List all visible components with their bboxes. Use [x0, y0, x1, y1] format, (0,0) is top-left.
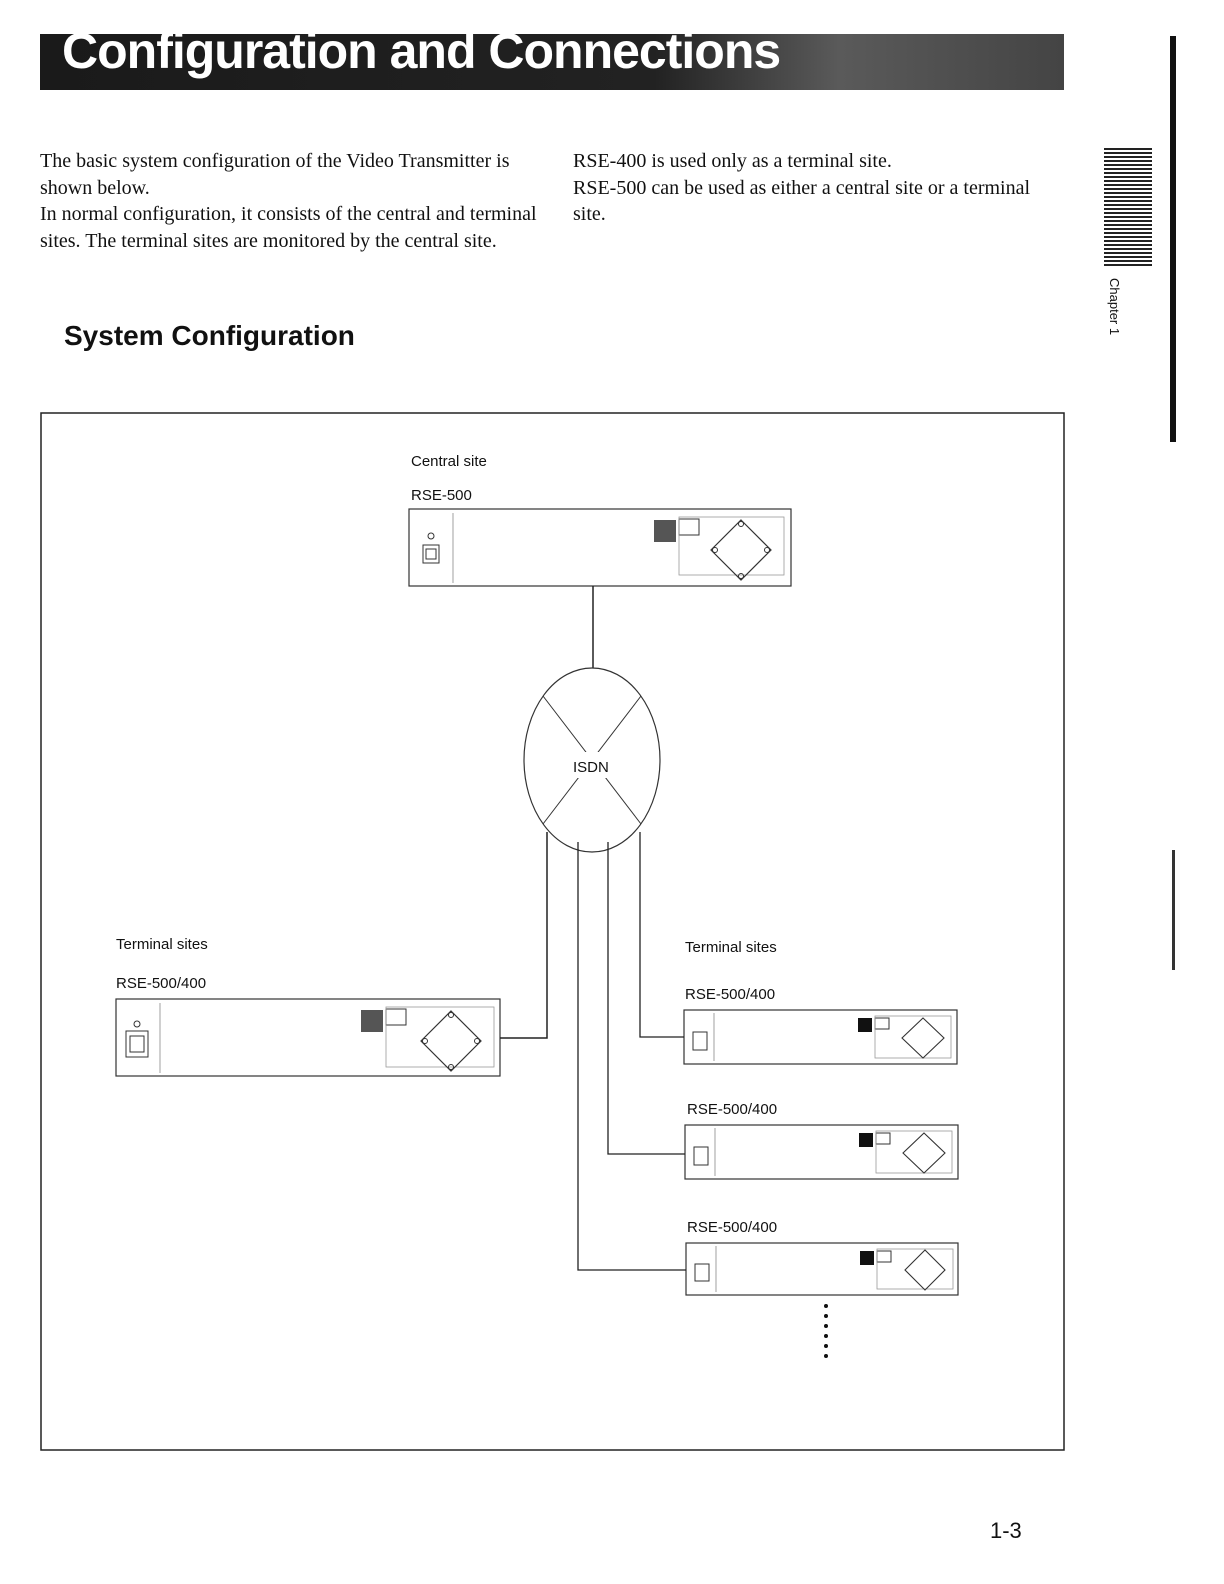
- isdn-label: ISDN: [573, 759, 609, 776]
- right-terminal-line-1: [639, 832, 684, 1038]
- central-site-label: Central site: [411, 453, 487, 470]
- right-terminal-unit-2: [684, 1124, 959, 1180]
- intro-paragraph-2: In normal configuration, it consists of …: [40, 203, 537, 252]
- intro-right-column: RSE-400 is used only as a terminal site.…: [573, 148, 1033, 228]
- intro-left-column: The basic system configuration of the Vi…: [40, 148, 540, 254]
- left-terminal-model: RSE-500/400: [116, 975, 206, 992]
- page-title-bar: Configuration and Connections: [40, 34, 1064, 90]
- chapter-tab: Chapter 1: [1107, 278, 1122, 336]
- right-terminal-line-2: [607, 842, 685, 1155]
- intro-paragraph-3: RSE-400 is used only as a terminal site.: [573, 150, 892, 172]
- central-unit: [408, 508, 792, 587]
- page-title: Configuration and Connections: [62, 34, 781, 79]
- right-terminal-label: Terminal sites: [685, 939, 777, 956]
- right-terminal-model-1: RSE-500/400: [685, 986, 775, 1003]
- left-terminal-unit: [115, 998, 501, 1077]
- right-terminal-model-3: RSE-500/400: [687, 1219, 777, 1236]
- page-number: 1-3: [990, 1518, 1022, 1543]
- left-terminal-line: [500, 832, 548, 1039]
- right-terminal-unit-1: [683, 1009, 958, 1065]
- section-heading: System Configuration: [64, 320, 355, 351]
- right-terminal-unit-3: [685, 1242, 959, 1296]
- chapter-index-marks: [1104, 148, 1152, 266]
- intro-paragraph-4: RSE-500 can be used as either a central …: [573, 176, 1031, 226]
- right-terminal-line-3: [577, 842, 686, 1271]
- intro-paragraph-1: The basic system configuration of the Vi…: [40, 150, 510, 199]
- central-site-model: RSE-500: [411, 487, 472, 504]
- continuation-dots: [824, 1304, 828, 1358]
- isdn-network: ISDN: [523, 667, 661, 853]
- edge-index-bar: [1170, 36, 1176, 442]
- right-terminal-model-2: RSE-500/400: [687, 1101, 777, 1118]
- system-configuration-diagram: Central site RSE-500 ISDN Terminal sites…: [40, 412, 1065, 1451]
- diagram-border: [40, 412, 1065, 1451]
- left-terminal-label: Terminal sites: [116, 936, 208, 953]
- edge-index-bar-lower: [1172, 850, 1175, 970]
